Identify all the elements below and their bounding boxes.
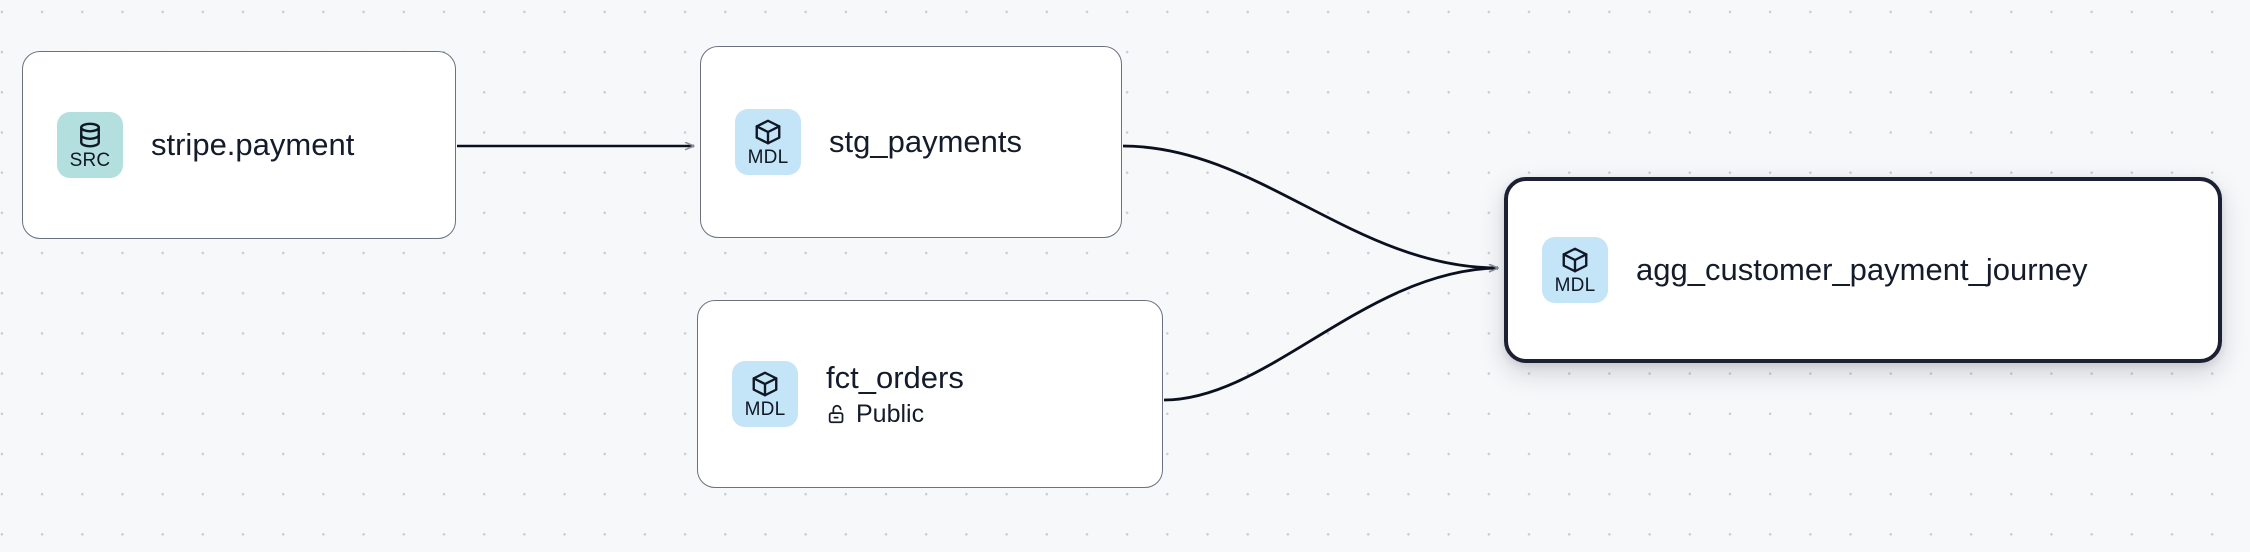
node-type-badge-mdl: MDL (735, 109, 801, 175)
node-title: fct_orders (826, 360, 964, 395)
edge-fct-orders-to-agg-journey (1163, 268, 1498, 402)
node-visibility: Public (826, 400, 964, 428)
badge-label: MDL (747, 146, 789, 168)
node-title: agg_customer_payment_journey (1636, 252, 2088, 287)
edge-stg-payments-to-agg-journey (1122, 144, 1498, 268)
node-text-block: stripe.payment (151, 127, 354, 163)
lineage-node-stg-payments[interactable]: MDL stg_payments (700, 46, 1122, 238)
node-type-badge-mdl: MDL (732, 361, 798, 427)
node-type-badge-src: SRC (57, 112, 123, 178)
unlock-icon (826, 403, 848, 425)
badge-label: MDL (744, 398, 786, 420)
node-text-block: stg_payments (829, 124, 1022, 160)
lineage-node-fct-orders[interactable]: MDL fct_orders Public (697, 300, 1163, 488)
node-text-block: agg_customer_payment_journey (1636, 252, 2088, 288)
node-type-badge-mdl: MDL (1542, 237, 1608, 303)
cube-icon (753, 117, 783, 147)
lineage-node-stripe-payment[interactable]: SRC stripe.payment (22, 51, 456, 239)
node-visibility-label: Public (856, 400, 925, 428)
badge-label: MDL (1554, 274, 1596, 296)
cube-icon (1560, 245, 1590, 275)
badge-label: SRC (69, 149, 111, 171)
node-text-block: fct_orders Public (826, 360, 964, 428)
node-title: stg_payments (829, 124, 1022, 159)
lineage-node-agg-customer-payment-journey[interactable]: MDL agg_customer_payment_journey (1504, 177, 2222, 363)
database-icon (75, 120, 105, 150)
node-title: stripe.payment (151, 127, 355, 162)
cube-icon (750, 369, 780, 399)
